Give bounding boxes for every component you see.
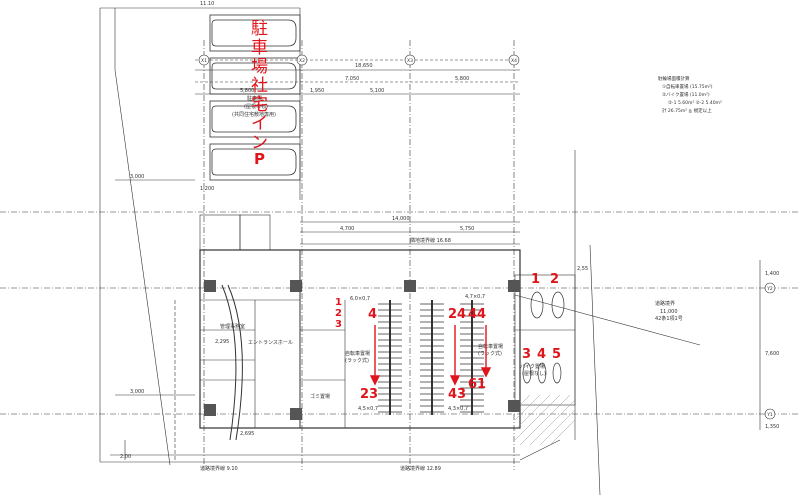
dim: 3,000: [130, 389, 144, 395]
dim: 2,55: [577, 266, 588, 272]
bike-label: (ラック式): [478, 350, 502, 357]
svg-text:P: P: [254, 150, 265, 168]
red-vertical-annotation: 駐 車 場 社 宅 イ ン P: [251, 19, 268, 168]
trash-label: ゴミ置場: [310, 393, 330, 400]
parking-space: [209, 57, 301, 95]
note-line: 計 26.75m² ≧ 規定以上: [662, 107, 712, 114]
dist-label: 6,0×0,7: [350, 296, 370, 302]
area-note: 駐輪場面積計算 ①自転車置場 (15.75m²) ②バイク置場 (11.0m²)…: [658, 75, 722, 114]
marker-col-end: 43: [448, 387, 466, 402]
parking-label: 駐車場: [247, 95, 262, 102]
road-boundary-left: 道路境界線 9.10: [200, 465, 238, 472]
dim: 7,600: [765, 351, 779, 357]
note-line: ①自転車置場 (15.75m²): [662, 83, 713, 90]
dist-label: 4,7×0,7: [465, 294, 485, 300]
parking-cars: [209, 14, 301, 181]
road-boundary-center: 道路境界線 12.89: [400, 465, 441, 472]
note-line: ②バイク置場 (11.0m²): [662, 91, 710, 98]
marker-bottom-5: 5: [552, 347, 561, 362]
dim: 18,650: [355, 63, 373, 69]
bike-area-label: (屋根なし): [522, 370, 546, 377]
bike-label: 自転車置場: [345, 350, 370, 357]
room-label: 管理事務室: [220, 323, 245, 330]
marker-col-end: 61: [468, 377, 486, 392]
marker-col-start: 24: [448, 307, 466, 322]
grid-label: Y2: [766, 286, 773, 292]
grid-label: X3: [407, 58, 413, 64]
dist-label: 4,5×0,7: [358, 406, 378, 412]
dim: 5,100: [370, 88, 384, 94]
structural-columns: [204, 280, 520, 420]
dim: 1,950: [310, 88, 324, 94]
marker-left-2: 2: [335, 308, 342, 319]
marker-top-1: 1: [531, 272, 540, 287]
grid-label: X2: [299, 58, 305, 64]
svg-text:社: 社: [251, 76, 268, 96]
dim: 7,050: [345, 76, 359, 82]
dim: 5,750: [460, 226, 474, 232]
dim: 隣地境界線 16.68: [410, 237, 451, 244]
grid-label: X1: [201, 58, 207, 64]
marker-bottom-4: 4: [537, 347, 546, 362]
marker-left-3: 3: [335, 319, 342, 330]
svg-text:イ: イ: [251, 114, 268, 134]
parking-sub: (共同住宅敷地専用): [232, 111, 276, 118]
marker-left-1: 1: [335, 297, 342, 308]
bus-label: 道路境界: [655, 300, 675, 307]
svg-text:車: 車: [251, 38, 268, 58]
grid-label: X4: [511, 58, 517, 64]
bicycle-racks: [378, 300, 484, 415]
bus-label: 11,000: [660, 309, 678, 315]
bike-label: (ラック式): [345, 357, 369, 364]
note-title: 駐輪場面積計算: [658, 75, 690, 82]
marker-col-start: 4: [368, 307, 377, 322]
marker-col-end: 23: [360, 387, 378, 402]
svg-text:宅: 宅: [251, 95, 268, 115]
marker-top-2: 2: [550, 272, 559, 287]
parking-space: [209, 143, 301, 181]
dim: 2.00: [120, 454, 131, 460]
bike-area-label: バイク置場: [520, 363, 545, 370]
dim: 1,350: [765, 424, 779, 430]
dist-label: 4,3×0,7: [448, 406, 468, 412]
svg-text:場: 場: [251, 57, 268, 77]
dim: 3,000: [130, 174, 144, 180]
grid-label: Y1: [766, 412, 773, 418]
dim: 1,200: [200, 186, 214, 192]
dim: 5,800: [240, 88, 254, 94]
dim: 2,295: [215, 339, 229, 345]
bus-label: 42条1項1号: [655, 315, 683, 322]
dim: 1,400: [765, 271, 779, 277]
parking-sub: (屋根なし): [244, 103, 268, 110]
bike-label: 自転車置場: [478, 343, 503, 350]
parking-space: [209, 14, 301, 52]
svg-text:駐: 駐: [251, 19, 268, 39]
entrance-label: エントランスホール: [248, 340, 293, 346]
note-line: ②-1 5.60m² ②-2 5.40m²: [668, 100, 722, 106]
dim-top: 11.10: [200, 1, 214, 7]
svg-text:ン: ン: [251, 133, 268, 153]
dim: 2,695: [240, 431, 254, 437]
red-arrows: [369, 325, 492, 386]
dim: 5,800: [455, 76, 469, 82]
motorbikes: [522, 291, 565, 384]
marker-bottom-3: 3: [522, 347, 531, 362]
parking-space: [209, 100, 301, 138]
dim: 4,700: [340, 226, 354, 232]
marker-col-start: 44: [468, 307, 486, 322]
dim: 14,000: [392, 216, 410, 222]
